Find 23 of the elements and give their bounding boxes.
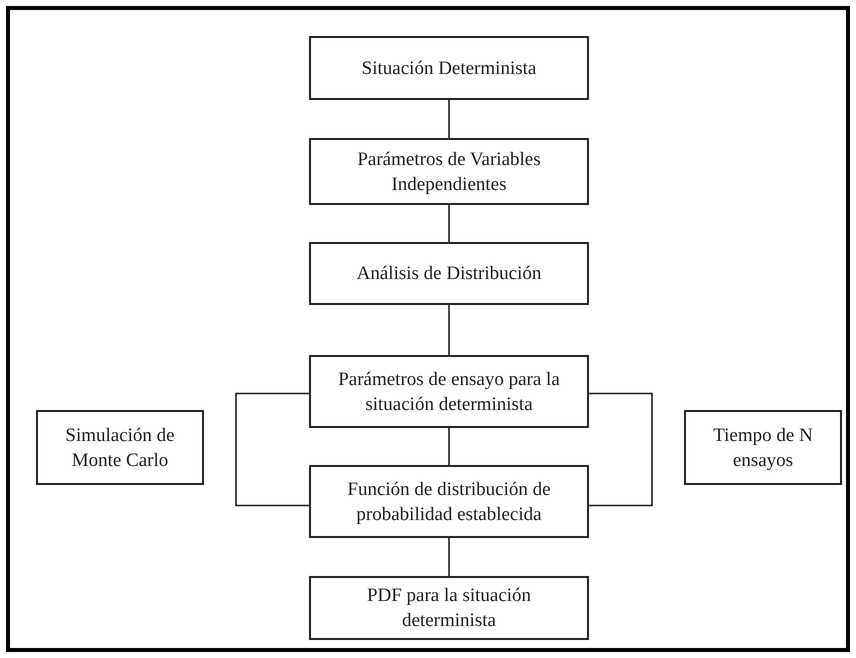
process-box [684, 410, 842, 485]
connector-line [589, 392, 653, 506]
process-box [36, 410, 204, 485]
connector-line [448, 205, 450, 242]
connector-line [235, 392, 309, 506]
box-label: Parámetros de Variables Independientes [356, 148, 542, 196]
process-box [309, 576, 589, 640]
box-label: Simulación de Monte Carlo [64, 424, 176, 472]
process-box [309, 138, 589, 205]
process-box [309, 242, 589, 305]
process-box [309, 36, 589, 100]
box-label: PDF para la situación determinista [366, 584, 532, 633]
connector-line [448, 428, 450, 465]
connector-line [448, 305, 450, 355]
box-label: Situación Determinista [362, 56, 536, 80]
process-box [309, 465, 589, 538]
connector-line [448, 100, 450, 138]
box-label: Función de distribución de probabilidad establecida [346, 478, 552, 526]
connector-line [448, 538, 450, 576]
box-label: Parámetros de ensayo para la situación determinista [337, 368, 561, 416]
box-label: Análisis de Distribución [356, 262, 542, 286]
box-label: Tiempo de N ensayos [712, 424, 814, 472]
process-box [309, 355, 589, 428]
